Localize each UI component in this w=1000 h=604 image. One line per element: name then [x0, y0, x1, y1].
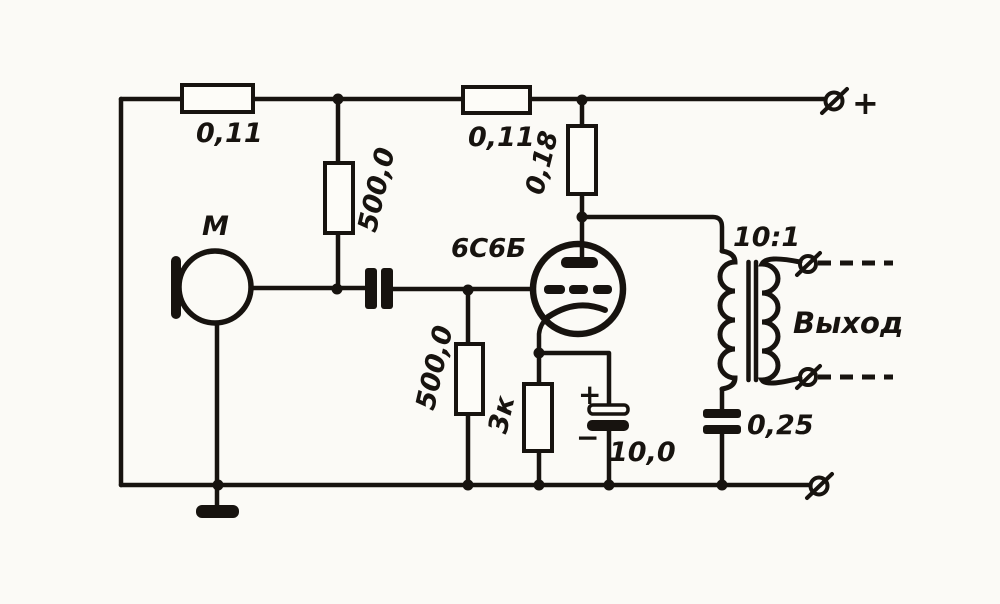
cathode-cap-top-wire	[536, 350, 612, 409]
capacitor-value-label: 0,25	[747, 410, 814, 441]
resistor-body	[180, 83, 255, 114]
transformer-secondary-winding	[757, 256, 803, 386]
cathode-capacitor: + − 10,0	[576, 378, 676, 468]
resistor-body	[323, 161, 355, 235]
resistor-body	[454, 342, 485, 416]
output-terminal-bottom	[795, 364, 822, 390]
junction-dot	[716, 479, 728, 491]
terminal-icon	[808, 475, 830, 497]
terminal-icon	[798, 367, 818, 387]
capacitor-plate-negative	[587, 420, 629, 431]
junction-dot	[576, 94, 588, 106]
microphone-diaphragm-icon	[171, 256, 181, 319]
capacitor-plate-bottom	[703, 425, 741, 434]
junction-dot	[331, 283, 343, 295]
anode-to-transformer-wire	[579, 214, 725, 254]
capacitor-minus-label: −	[576, 421, 599, 454]
resistor-cathode: 3к	[483, 382, 554, 453]
transformer-primary-winding	[717, 248, 738, 392]
junction-dot	[212, 479, 224, 491]
junction-dot	[462, 284, 474, 296]
junction-dots	[212, 93, 728, 491]
transformer-ratio-label: 10:1	[733, 222, 800, 253]
resistor-body	[566, 124, 598, 196]
coupling-capacitor	[365, 268, 393, 309]
microphone: М	[171, 211, 254, 326]
capacitor-plate-top	[703, 409, 741, 418]
junction-dot	[576, 211, 588, 223]
microphone-label: М	[202, 211, 229, 242]
tube-anode-icon	[561, 257, 598, 268]
resistor-input-right: 0,11	[461, 85, 535, 153]
terminal-slash-icon	[795, 251, 822, 277]
output-terminal-top	[795, 251, 822, 277]
tube-cathode-icon	[545, 302, 608, 320]
junction-dot	[332, 93, 344, 105]
capacitor-plus-label: +	[578, 378, 601, 411]
resistor-value-label: 0,11	[468, 122, 535, 153]
resistor-body	[461, 85, 532, 115]
tube-grid-icon	[544, 285, 612, 294]
capacitor-plate-right	[381, 268, 393, 309]
supply-plus-label: +	[852, 84, 879, 122]
terminal-slash-icon	[805, 472, 834, 500]
supply-terminal: +	[820, 84, 879, 122]
terminal-slash-icon	[820, 87, 849, 115]
capacitor-value-label: 10,0	[609, 437, 676, 468]
resistor-value-label: 0,11	[196, 118, 263, 149]
vacuum-tube: 6С6Б	[451, 234, 627, 338]
terminal-icon	[823, 90, 845, 112]
tube-type-label: 6С6Б	[451, 234, 526, 264]
output-label: Выход	[793, 306, 903, 340]
junction-dot	[533, 347, 545, 359]
resistor-input-left: 0,11	[180, 83, 263, 149]
resistor-value-label: 500,0	[352, 145, 401, 235]
output-transformer: 10:1	[717, 222, 803, 392]
resistor-value-label: 3к	[483, 393, 522, 437]
capacitor-plate-left	[365, 268, 377, 309]
terminal-slash-icon	[795, 364, 822, 390]
output-capacitor: 0,25	[703, 409, 814, 441]
junction-dot	[533, 479, 545, 491]
ground-terminal	[805, 472, 834, 500]
junction-dot	[603, 479, 615, 491]
ground-icon	[196, 505, 239, 518]
resistor-body	[522, 382, 554, 453]
microphone-body-icon	[176, 248, 254, 326]
capacitor-plate-positive	[587, 403, 630, 416]
resistor-grid-lower: 500,0	[410, 323, 485, 416]
junction-dot	[462, 479, 474, 491]
resistor-value-label: 500,0	[410, 323, 459, 413]
terminal-icon	[798, 254, 818, 274]
